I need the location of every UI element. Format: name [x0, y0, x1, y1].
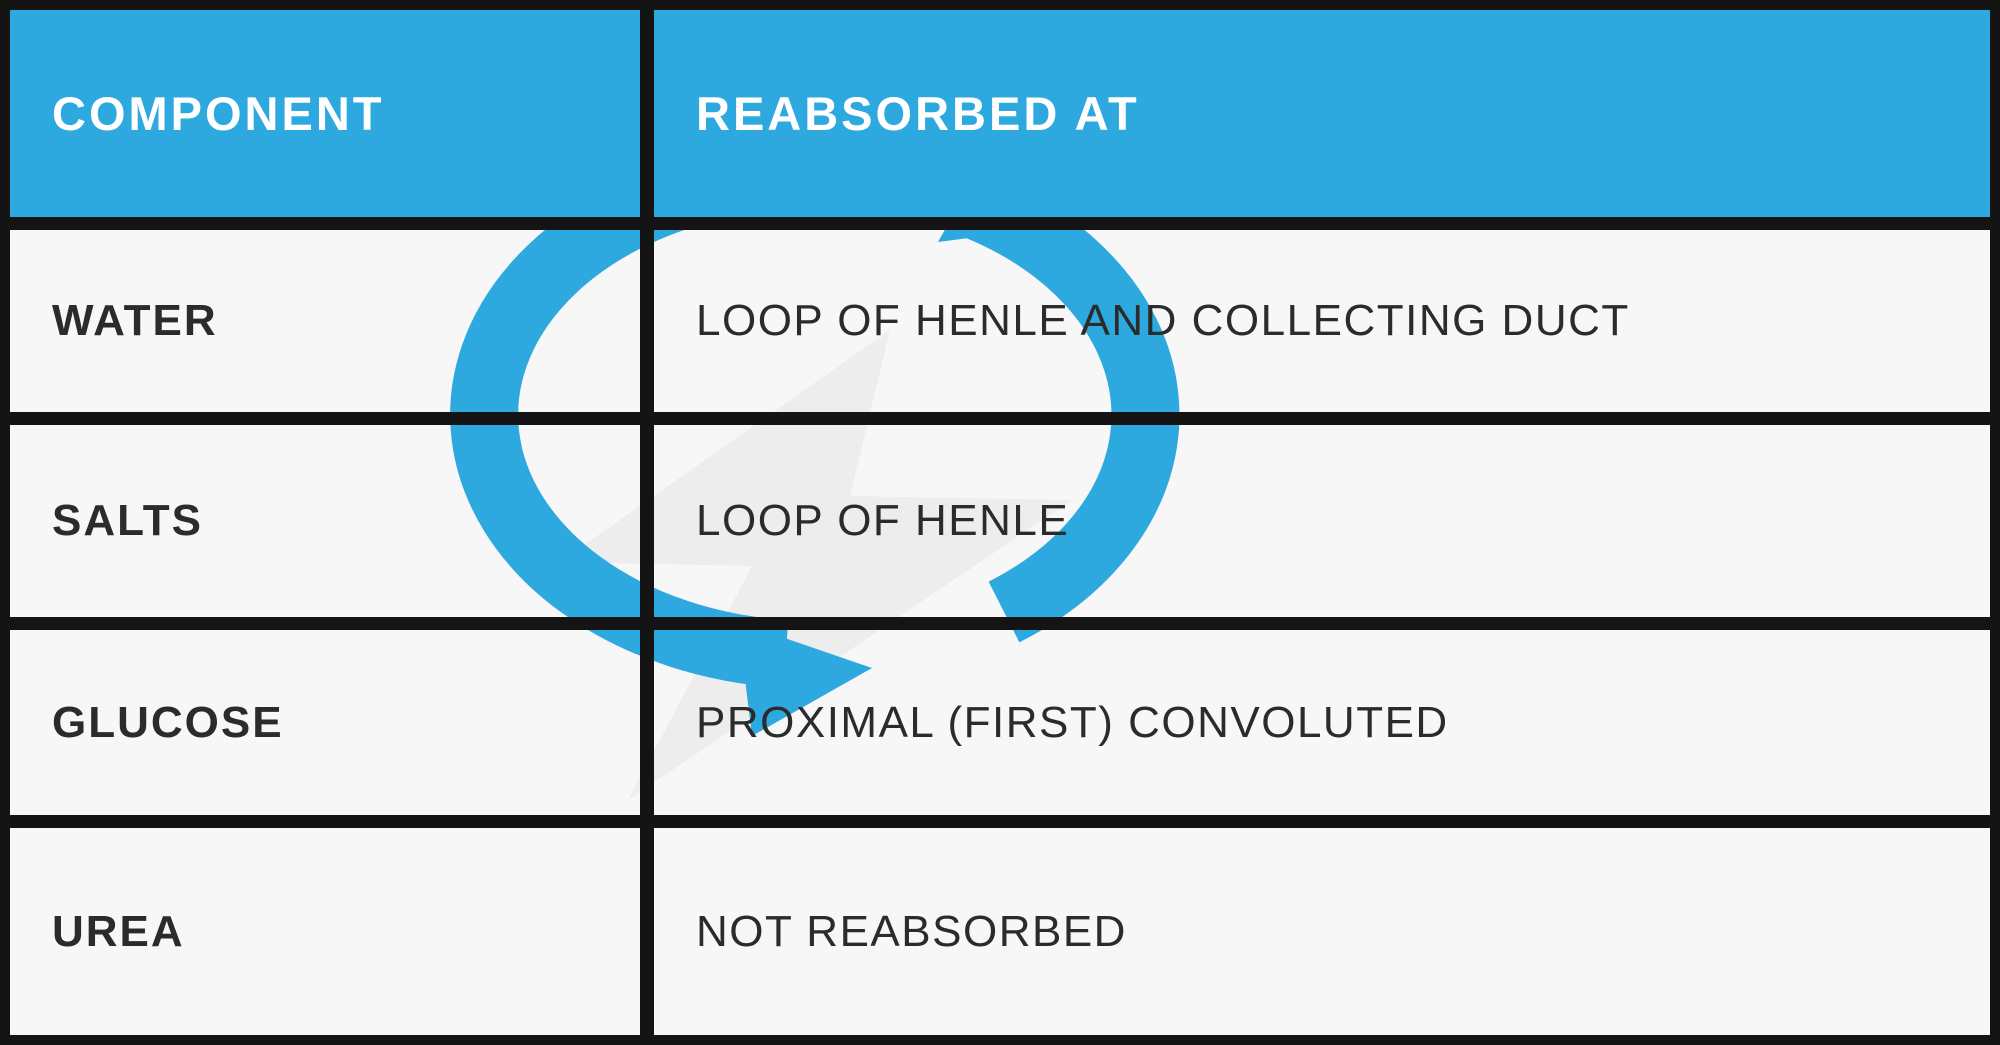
table-row-water-component-cell: WATER: [10, 230, 640, 412]
reabsorbed-value: NOT REABSORBED: [696, 906, 1127, 956]
table-row-salts-component-cell: SALTS: [10, 425, 640, 617]
reabsorbed-value: LOOP OF HENLE: [696, 496, 1070, 545]
component-label: UREA: [52, 906, 185, 956]
header-label-component: COMPONENT: [52, 87, 385, 140]
reabsorbed-value: LOOP OF HENLE AND COLLECTING DUCT: [696, 296, 1630, 345]
table-row-water-reabsorbed-cell: LOOP OF HENLE AND COLLECTING DUCT: [654, 230, 1990, 412]
reabsorbed-value: PROXIMAL (FIRST) CONVOLUTED: [696, 697, 1449, 747]
table-row-urea-reabsorbed-cell: NOT REABSORBED: [654, 828, 1990, 1035]
table-row-glucose-reabsorbed-cell: PROXIMAL (FIRST) CONVOLUTED: [654, 630, 1990, 815]
header-label-reabsorbed-at: REABSORBED AT: [696, 87, 1140, 140]
header-cell-reabsorbed-at: REABSORBED AT: [654, 10, 1990, 217]
table-row-urea-component-cell: UREA: [10, 828, 640, 1035]
table-row-salts-reabsorbed-cell: LOOP OF HENLE: [654, 425, 1990, 617]
header-cell-component: COMPONENT: [10, 10, 640, 217]
table-row-glucose-component-cell: GLUCOSE: [10, 630, 640, 815]
component-label: GLUCOSE: [52, 697, 284, 747]
component-label: WATER: [52, 296, 218, 345]
component-label: SALTS: [52, 496, 203, 545]
